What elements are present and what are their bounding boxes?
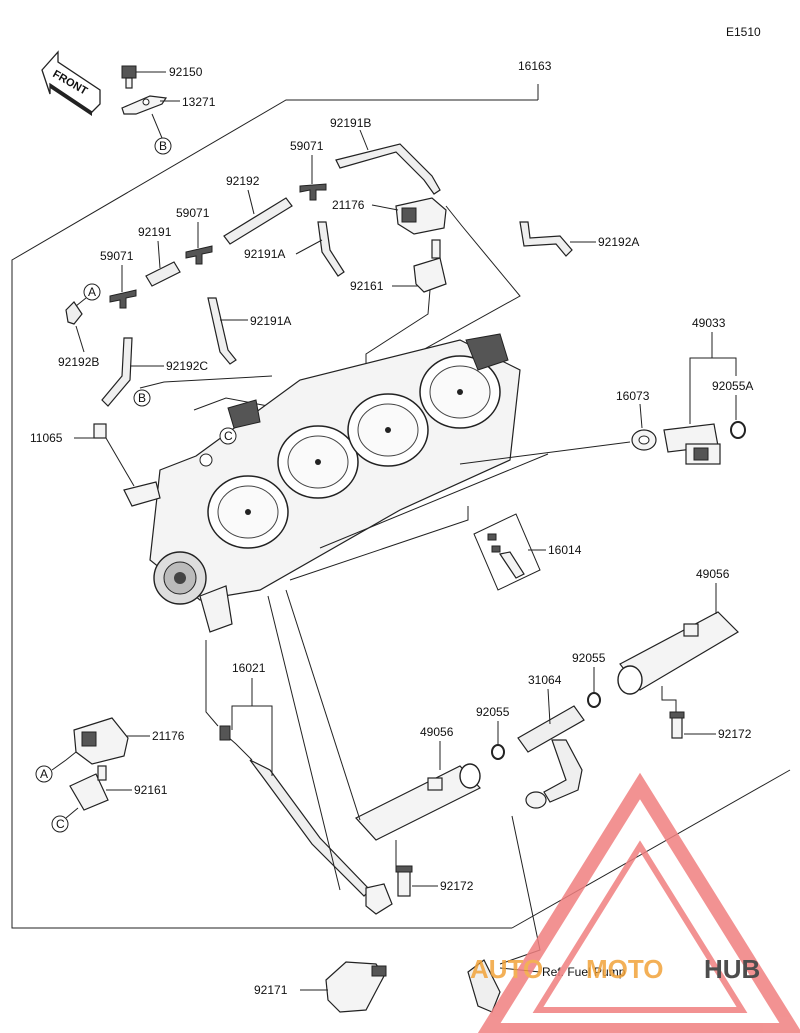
sensor-21176-top — [395, 197, 447, 259]
throttle-bore-1 — [207, 475, 289, 549]
throttle-bore-2 — [277, 425, 359, 499]
fuel-rail-49056-left — [355, 763, 481, 841]
svg-text:C: C — [224, 429, 233, 443]
diagram-code: E1510 — [726, 25, 761, 39]
label-92172-right: 92172 — [718, 727, 752, 741]
injector-49033 — [663, 423, 721, 465]
label-92191: 92191 — [138, 225, 172, 239]
label-16163: 16163 — [518, 59, 552, 73]
label-92172-left: 92172 — [440, 879, 474, 893]
watermark-logo: AUTO MOTO HUB — [470, 772, 800, 1033]
watermark-auto: AUTO — [470, 954, 543, 984]
watermark-hub: HUB — [704, 954, 760, 984]
throttle-body-assembly — [123, 333, 521, 633]
screw-set-16014 — [473, 513, 541, 591]
oring-92055-left — [491, 744, 505, 760]
holder-92161-bottom — [69, 765, 109, 811]
label-49033: 49033 — [692, 316, 726, 330]
label-16073: 16073 — [616, 389, 650, 403]
vacuum-hoses — [65, 143, 573, 407]
label-92055-left: 92055 — [476, 705, 510, 719]
bolt-92150 — [121, 65, 137, 89]
throttle-pulley — [153, 551, 207, 605]
label-59071-top: 59071 — [290, 139, 324, 153]
bolt-92172-left — [395, 865, 413, 897]
t-fittings-59071 — [109, 183, 327, 309]
throttle-bore-3 — [347, 393, 429, 467]
ref-circle-a-bottom — [35, 765, 53, 783]
ref-circle-c-top — [219, 427, 237, 445]
fuel-rail-49056-right — [617, 611, 739, 695]
assembly-border — [11, 99, 538, 929]
label-92171: 92171 — [254, 983, 288, 997]
bracket-13271 — [121, 95, 168, 115]
front-arrow-icon: FRONT — [41, 50, 101, 116]
throttle-bore-4 — [419, 355, 501, 429]
label-49056-right: 49056 — [696, 567, 730, 581]
label-92192A: 92192A — [598, 235, 639, 249]
svg-text:A: A — [40, 767, 48, 781]
svg-text:B: B — [138, 391, 146, 405]
ref-circle-b-mid — [133, 389, 151, 407]
label-59071-mid: 59071 — [176, 206, 210, 220]
label-92192: 92192 — [226, 174, 260, 188]
label-16021: 16021 — [232, 661, 266, 675]
ref-circle-c-bottom — [51, 815, 69, 833]
label-92192C: 92192C — [166, 359, 208, 373]
svg-text:C: C — [56, 817, 65, 831]
bolt-92172-right — [669, 711, 685, 739]
holder-92161-top — [413, 257, 447, 293]
label-16014: 16014 — [548, 543, 582, 557]
label-92191A-2: 92191A — [250, 314, 291, 328]
label-13271: 13271 — [182, 95, 216, 109]
svg-text:B: B — [159, 139, 167, 153]
svg-text:A: A — [88, 285, 96, 299]
label-92055-right: 92055 — [572, 651, 606, 665]
fuel-hose-to-pump — [467, 959, 501, 1013]
label-92191A-1: 92191A — [244, 247, 285, 261]
ref-circle-a-top — [83, 283, 101, 301]
fuel-joint-31064 — [517, 705, 585, 809]
label-92150: 92150 — [169, 65, 203, 79]
watermark-moto: MOTO — [586, 954, 664, 984]
label-92055A: 92055A — [712, 379, 753, 393]
label-11065: 11065 — [30, 431, 63, 445]
ref-circle-b-top — [154, 137, 172, 155]
cap-11065 — [93, 423, 107, 439]
label-21176-top: 21176 — [332, 198, 365, 212]
label-92161-bottom: 92161 — [134, 783, 168, 797]
label-49056-left: 49056 — [420, 725, 454, 739]
oring-92055A — [730, 421, 746, 439]
sensor-21176-bottom — [73, 717, 129, 765]
cable-16021 — [219, 725, 393, 915]
label-59071-left: 59071 — [100, 249, 134, 263]
clamp-92171 — [325, 961, 387, 1013]
label-21176-bottom: 21176 — [152, 729, 185, 743]
label-92192B: 92192B — [58, 355, 99, 369]
label-31064: 31064 — [528, 673, 562, 687]
oring-92055-right — [587, 692, 601, 708]
label-92161-top: 92161 — [350, 279, 384, 293]
label-92191B: 92191B — [330, 116, 371, 130]
